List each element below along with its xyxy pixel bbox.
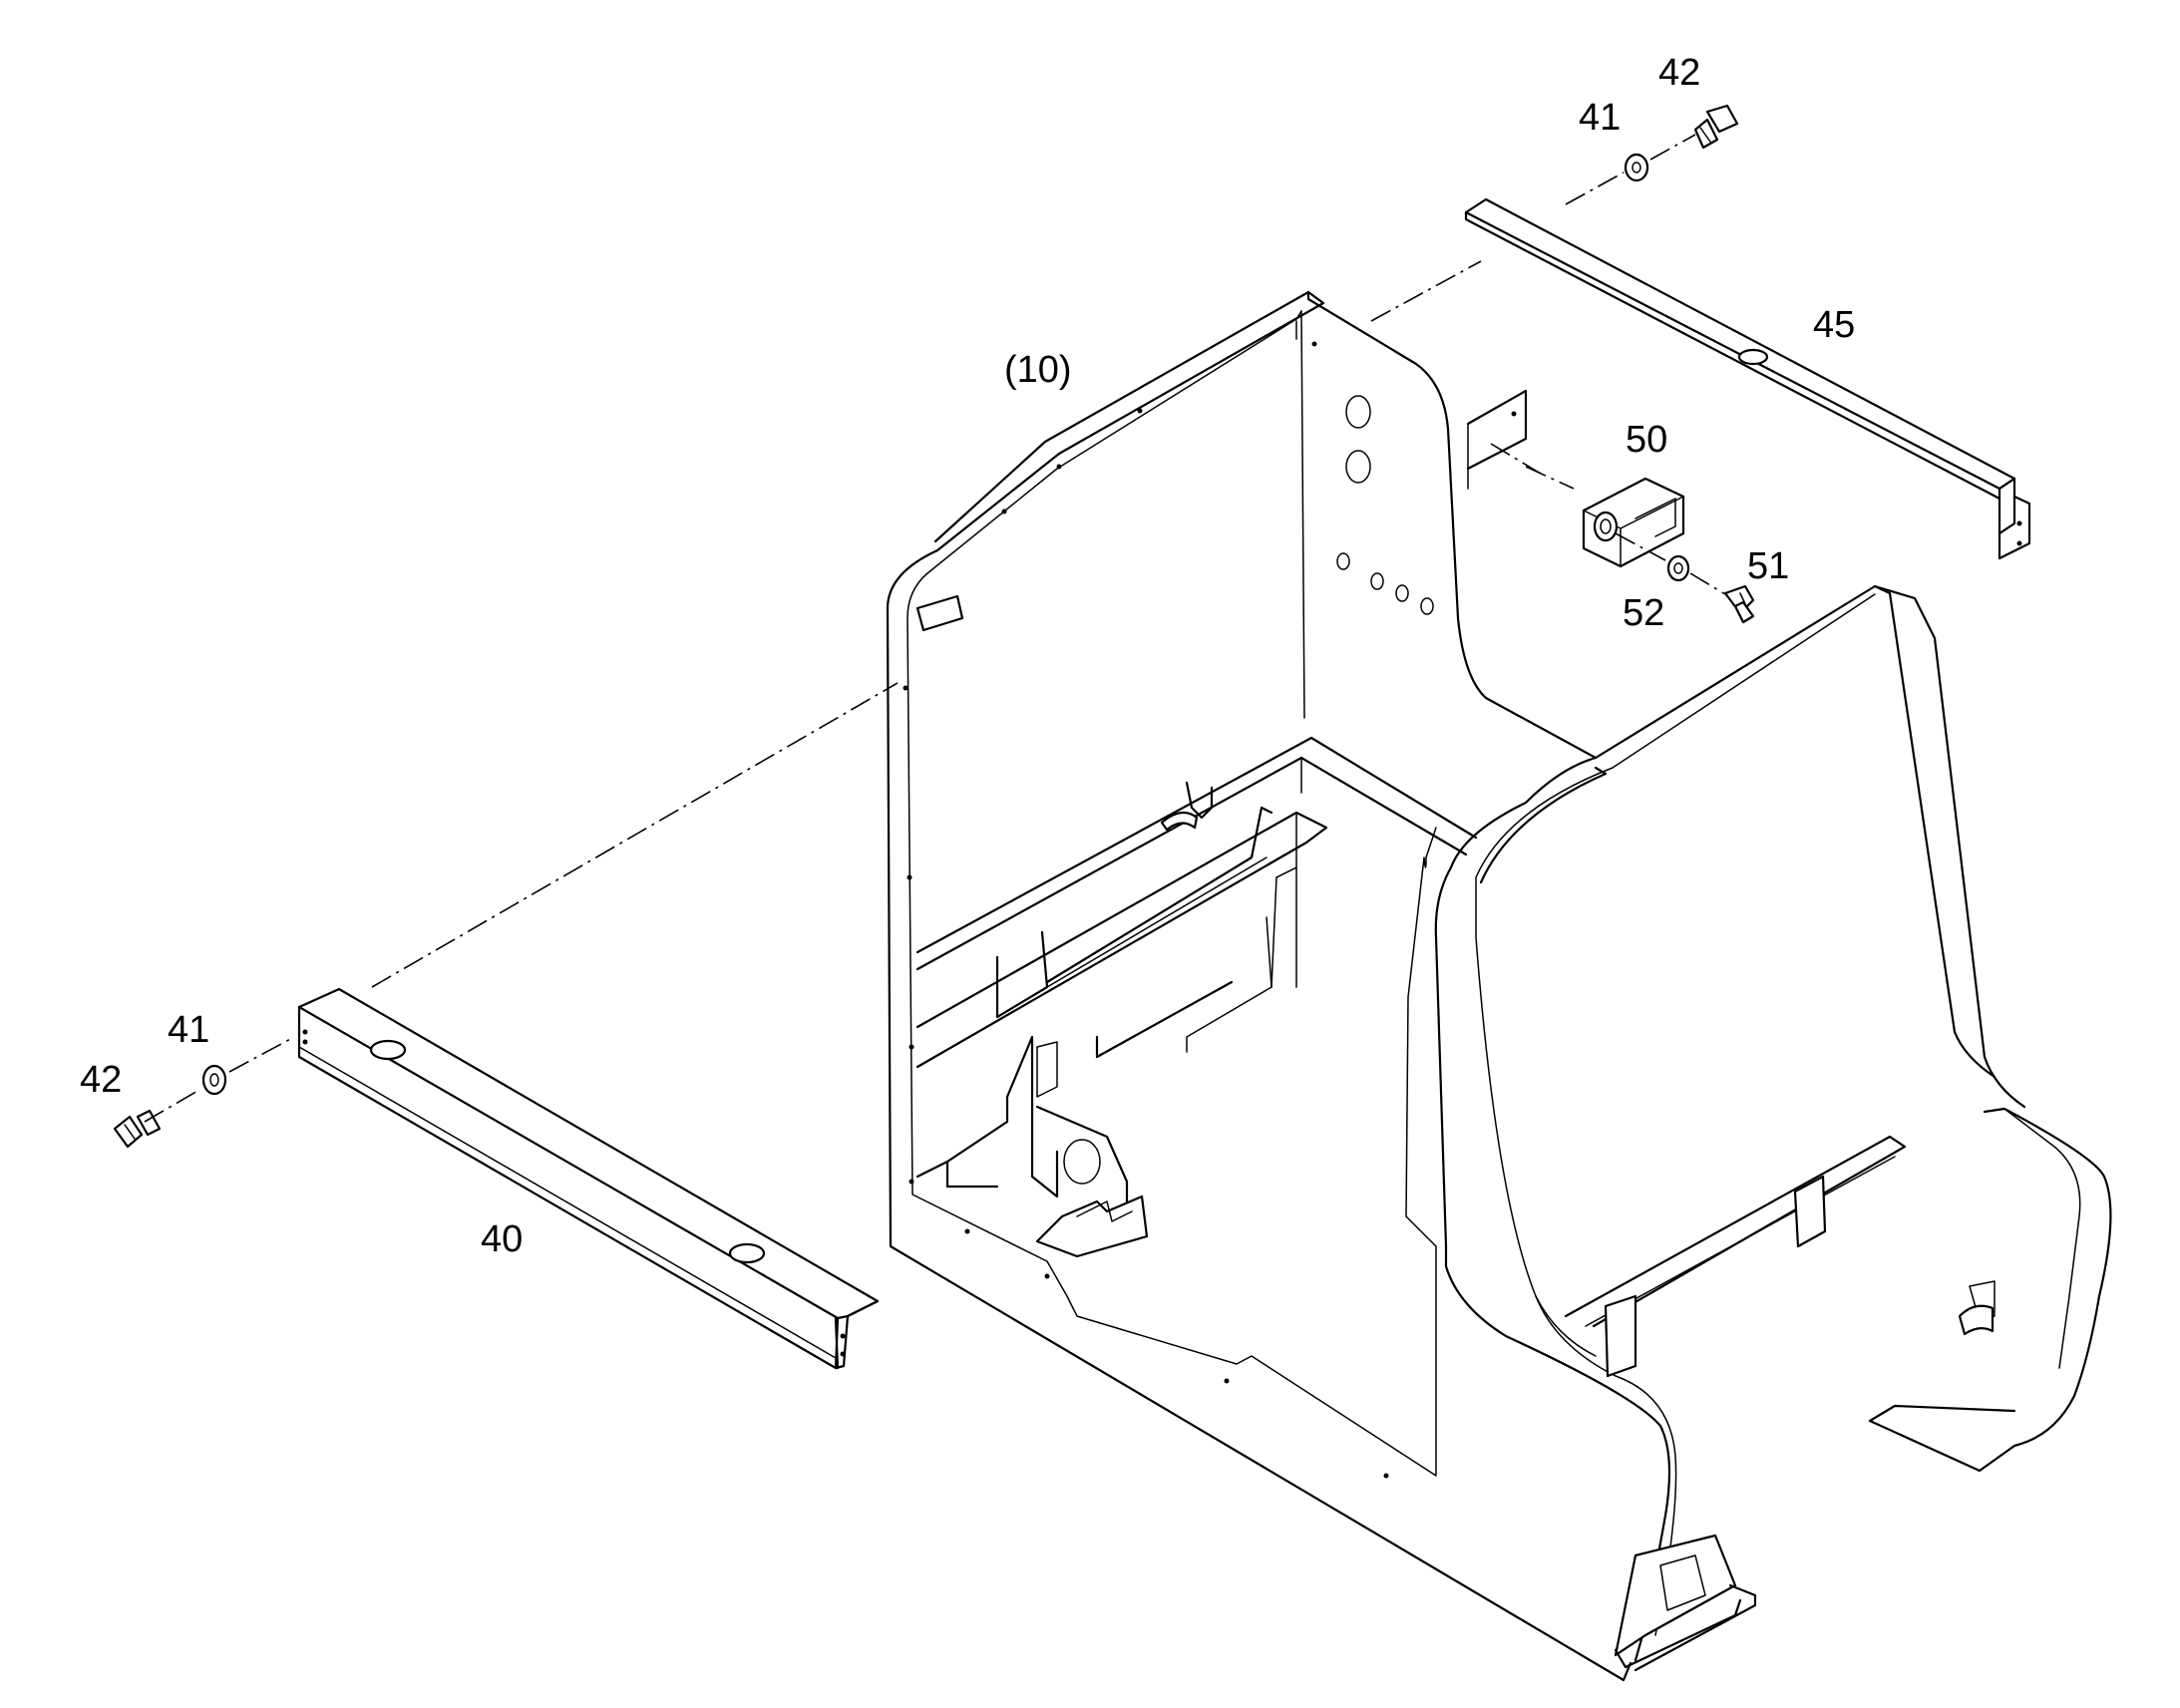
callout-45: 45: [1813, 304, 1855, 346]
callout-41-left: 41: [168, 1009, 209, 1051]
part-51-bolt: [1723, 584, 1755, 624]
part-40-angle-rail: [297, 987, 880, 1370]
callout-40: 40: [481, 1218, 523, 1260]
part-41-washer-left: [201, 1064, 227, 1096]
mount-plate: [1466, 389, 1528, 490]
assembly-centerlines: [144, 134, 1726, 1123]
callout-51: 51: [1747, 545, 1789, 587]
callout-50: 50: [1626, 419, 1667, 461]
part-42-bolt-left: [113, 1109, 162, 1149]
callout-41-top: 41: [1579, 97, 1621, 139]
callout-52: 52: [1623, 592, 1664, 634]
part-41-washer-top: [1624, 153, 1649, 182]
part-50-bracket: [1582, 477, 1685, 568]
part-45-angle-rail: [1464, 197, 2031, 560]
callout-42-top: 42: [1658, 52, 1700, 94]
callout-42-left: 42: [80, 1059, 122, 1101]
part-42-bolt-top: [1693, 104, 1739, 150]
part-52-washer: [1666, 554, 1690, 582]
callout-labels: (10) 40 41 42 41 42 45 50 51 52: [80, 52, 1855, 1260]
main-frame: [886, 290, 2112, 1682]
callout-10: (10): [1004, 349, 1072, 391]
